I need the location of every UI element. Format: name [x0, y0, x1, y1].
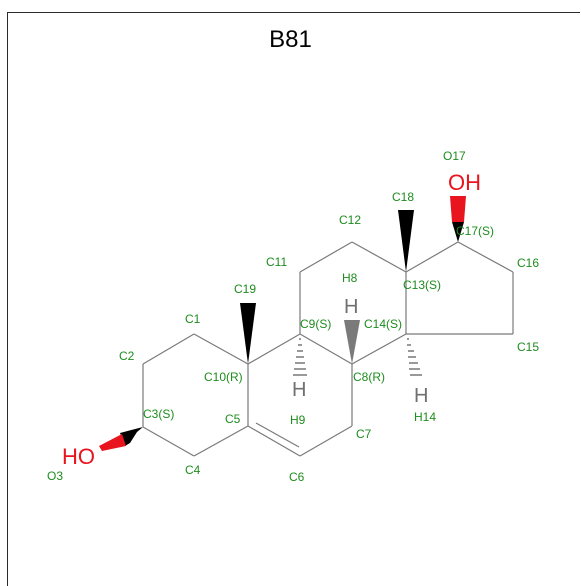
bond-c4-c5 — [193, 425, 249, 457]
ring-c-bonds — [299, 241, 407, 365]
wedge-c3-o3-red — [99, 434, 126, 451]
oh-group-top: OH — [448, 170, 481, 195]
ho-group-left: HO — [62, 444, 95, 469]
atom-label-c14: C14(S) — [364, 317, 402, 331]
atom-label-o17: O17 — [443, 149, 466, 163]
wedge-c17-o17 — [452, 222, 464, 242]
bond-c3-c4 — [142, 426, 195, 457]
bond-c13-c17 — [405, 241, 459, 273]
atom-label-c12: C12 — [339, 213, 361, 227]
bond-c17-c16 — [457, 241, 514, 273]
atom-label-c3: C3(S) — [143, 407, 174, 421]
atom-label-c2: C2 — [119, 349, 135, 363]
bond-c14-c8 — [351, 333, 407, 365]
bond-c11-c12 — [299, 241, 353, 273]
bond-c9-c10 — [247, 333, 301, 365]
wedge-c13-c18 — [398, 210, 414, 272]
ring-b-bonds — [247, 333, 353, 457]
atom-label-c6: C6 — [289, 470, 305, 484]
figure-frame — [7, 12, 580, 586]
atom-label-h9: H9 — [290, 413, 306, 427]
atom-label-c8: C8(R) — [353, 370, 385, 384]
atom-label-c15: C15 — [517, 340, 539, 354]
hydrogen-h8: H — [344, 296, 358, 318]
atom-label-c17: C17(S) — [456, 224, 494, 238]
wedge-c10-c19 — [240, 303, 256, 364]
hash-c9-h9 — [293, 338, 307, 376]
atom-label-c5: C5 — [225, 412, 241, 426]
bond-c5-c6-double — [255, 422, 300, 448]
wedge-c17-o17-red — [450, 196, 466, 222]
atom-label-c7: C7 — [356, 427, 372, 441]
hydrogen-h14: H — [414, 385, 428, 407]
wedge-c8-h8 — [344, 320, 360, 364]
atom-label-c13: C13(S) — [403, 278, 441, 292]
atom-label-h8: H8 — [342, 271, 358, 285]
hydrogen-h9: H — [292, 379, 306, 401]
bond-c10-c1 — [193, 333, 249, 365]
atom-label-c1: C1 — [185, 312, 201, 326]
atom-labels: C1 C2 C3(S) O3 C4 C5 C6 C7 C8(R) C9(S) C… — [47, 149, 539, 484]
atom-label-h14: H14 — [414, 410, 436, 424]
bond-c5-c6 — [247, 425, 301, 457]
atom-label-c10: C10(R) — [204, 370, 243, 384]
molecule-title: B81 — [269, 26, 312, 53]
atom-label-o3: O3 — [47, 469, 63, 483]
wedge-c3-o3 — [120, 427, 143, 446]
bond-c1-c2 — [142, 333, 195, 365]
atom-label-c18: C18 — [392, 190, 414, 204]
bond-c8-c9 — [299, 333, 353, 365]
bond-c6-c7 — [299, 425, 353, 457]
bond-c12-c13 — [351, 241, 407, 273]
atom-label-c4: C4 — [185, 463, 201, 477]
atom-label-c9: C9(S) — [300, 317, 331, 331]
ring-d-bonds — [405, 241, 514, 335]
atom-label-c16: C16 — [517, 256, 539, 270]
hash-c14-h14 — [407, 338, 422, 376]
atom-label-c19: C19 — [234, 282, 256, 296]
ring-a-bonds — [142, 333, 249, 457]
atom-label-c11: C11 — [266, 255, 287, 269]
